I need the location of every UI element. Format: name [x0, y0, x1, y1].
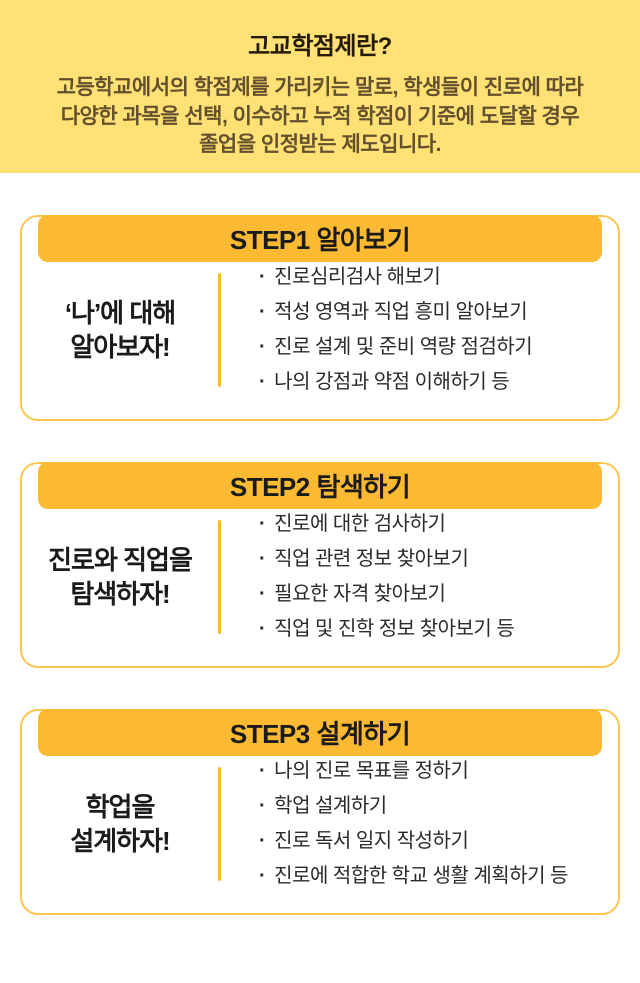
list-item: · 나의 진로 목표를 정하기	[259, 754, 568, 789]
step1-title: STEP1 알아보기	[229, 225, 411, 255]
list-item-text: 나의 진로 목표를 정하기	[274, 760, 469, 782]
bullet-icon: ·	[259, 618, 266, 640]
step2-header-bar: STEP2 탐색하기	[38, 462, 602, 509]
step3-label-line: 설계하자!	[70, 826, 170, 856]
step3-title: STEP3 설계하기	[229, 719, 411, 749]
step2-item-list: · 진로에 대한 검사하기 · 직업 관련 정보 찾아보기 · 필요한 자격 찾아보기…	[221, 507, 515, 647]
step3-label: 학업을 설계하자!	[22, 790, 218, 858]
bullet-icon: ·	[259, 795, 266, 817]
list-item-text: 나의 강점과 약점 이해하기 등	[274, 371, 510, 393]
bullet-icon: ·	[259, 301, 266, 323]
step1-section: STEP1 알아보기 ‘나’에 대해 알아보자! · 진로심리검사 해보기 · 적성…	[20, 215, 620, 421]
list-item: · 직업 및 진학 정보 찾아보기 등	[259, 612, 515, 647]
list-item-text: 필요한 자격 찾아보기	[274, 583, 446, 605]
vertical-divider	[218, 273, 221, 387]
bullet-icon: ·	[259, 371, 266, 393]
intro-banner: 고교학점제란? 고등학교에서의 학점제를 가리키는 말로, 학생들이 진로에 따…	[0, 0, 640, 173]
list-item: · 진로심리검사 해보기	[259, 260, 532, 295]
vertical-divider	[218, 767, 221, 881]
banner-description-line: 다양한 과목을 선택, 이수하고 누적 학점이 기준에 도달할 경우	[60, 104, 580, 128]
list-item-text: 학업 설계하기	[274, 795, 387, 817]
step3-header-bar: STEP3 설계하기	[38, 709, 602, 756]
list-item: · 진로 설계 및 준비 역량 점검하기	[259, 330, 533, 365]
bullet-icon: ·	[259, 583, 266, 605]
vertical-divider	[218, 520, 221, 634]
step1-item-list: · 진로심리검사 해보기 · 적성 영역과 직업 흥미 알아보기 · 진로 설계 및 …	[221, 260, 533, 400]
list-item: · 직업 관련 정보 찾아보기	[259, 542, 514, 577]
list-item: · 진로에 대한 검사하기	[259, 507, 514, 542]
bullet-icon: ·	[259, 266, 266, 288]
step1-label-line: 알아보자!	[70, 332, 170, 362]
list-item: · 진로 독서 일지 작성하기	[259, 824, 568, 859]
list-item: · 학업 설계하기	[259, 789, 568, 824]
step1-label: ‘나’에 대해 알아보자!	[22, 296, 218, 364]
step3-section: STEP3 설계하기 학업을 설계하자! · 나의 진로 목표를 정하기 · 학업 …	[20, 709, 620, 915]
step2-label: 진로와 직업을 탐색하자!	[22, 543, 218, 611]
bullet-icon: ·	[259, 548, 266, 570]
list-item: · 적성 영역과 직업 흥미 알아보기	[259, 295, 532, 330]
bullet-icon: ·	[259, 336, 266, 358]
step3-label-line: 학업을	[85, 792, 156, 822]
list-item-text: 직업 및 진학 정보 찾아보기 등	[274, 618, 515, 640]
list-item-text: 진로에 적합한 학교 생활 계획하기 등	[274, 865, 568, 887]
banner-description-line: 졸업을 인정받는 제도입니다.	[199, 133, 441, 156]
step1-header-bar: STEP1 알아보기	[38, 215, 602, 262]
step2-label-line: 탐색하자!	[70, 579, 170, 609]
banner-description-line: 고등학교에서의 학점제를 가리키는 말로, 학생들이 진로에 따라	[56, 76, 584, 99]
step2-section: STEP2 탐색하기 진로와 직업을 탐색하자! · 진로에 대한 검사하기 · 직…	[20, 462, 620, 668]
bullet-icon: ·	[259, 760, 266, 782]
step3-item-list: · 나의 진로 목표를 정하기 · 학업 설계하기 · 진로 독서 일지 작성하기 ·…	[221, 754, 568, 894]
bullet-icon: ·	[259, 830, 266, 852]
step2-title: STEP2 탐색하기	[229, 472, 411, 502]
step2-label-line: 진로와 직업을	[48, 545, 193, 575]
step1-label-line: ‘나’에 대해	[64, 298, 176, 328]
list-item-text: 진로에 대한 검사하기	[274, 513, 446, 535]
list-item-text: 직업 관련 정보 찾아보기	[274, 548, 469, 570]
banner-title: 고교학점제란?	[248, 33, 392, 60]
list-item-text: 적성 영역과 직업 흥미 알아보기	[274, 301, 528, 323]
list-item-text: 진로심리검사 해보기	[274, 266, 441, 288]
bullet-icon: ·	[259, 513, 266, 535]
list-item: · 진로에 적합한 학교 생활 계획하기 등	[259, 859, 568, 894]
list-item: · 필요한 자격 찾아보기	[259, 577, 514, 612]
list-item: · 나의 강점과 약점 이해하기 등	[259, 365, 532, 400]
list-item-text: 진로 설계 및 준비 역량 점검하기	[274, 336, 533, 358]
list-item-text: 진로 독서 일지 작성하기	[274, 830, 469, 852]
bullet-icon: ·	[259, 865, 266, 887]
